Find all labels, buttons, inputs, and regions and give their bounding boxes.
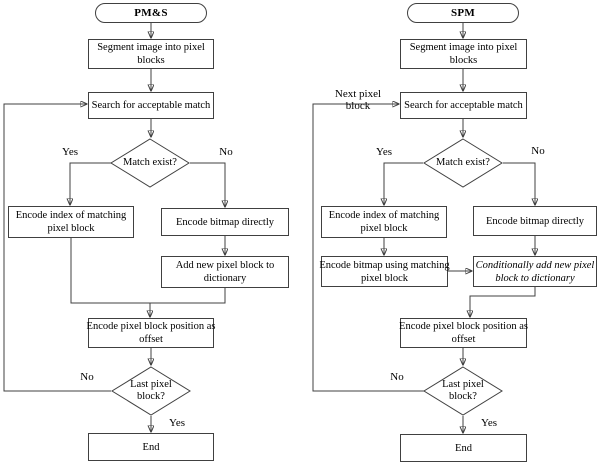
decision-label: Match exist? bbox=[123, 157, 177, 168]
pms-match-yes-arrow bbox=[70, 162, 111, 205]
spm-last-no-label: No bbox=[390, 371, 404, 383]
spm-conditional-add-box: Conditionally add new pixel block to dic… bbox=[473, 256, 597, 287]
pms-search-box: Search for acceptable match bbox=[88, 92, 214, 119]
pms-last-yes-label: Yes bbox=[168, 417, 185, 429]
spm-encode-bitmap-using-box: Encode bitmap using matching pixel block bbox=[319, 256, 450, 287]
spm-encode-index-box: Encode index of matching pixel block bbox=[321, 206, 447, 238]
pms-end-box: End bbox=[88, 433, 214, 461]
spm-search-box: Search for acceptable match bbox=[400, 92, 527, 119]
spm-start-terminator: SPM bbox=[407, 3, 519, 23]
pms-merge-line bbox=[70, 238, 226, 304]
spm-segment-box: Segment image into pixel blocks bbox=[400, 39, 527, 69]
decision-label: Last pixel block? bbox=[442, 379, 484, 402]
spm-match-yes-arrow bbox=[384, 162, 423, 205]
pms-segment-box: Segment image into pixel blocks bbox=[88, 39, 214, 69]
spm-encode-bitmap-box: Encode bitmap directly bbox=[473, 206, 597, 236]
pms-loop-back-arrow bbox=[3, 104, 111, 392]
spm-match-exist-decision: Match exist? bbox=[423, 138, 503, 188]
spm-loop-back-arrow bbox=[312, 104, 424, 392]
pms-match-yes-label: Yes bbox=[61, 146, 78, 158]
spm-last-yes-label: Yes bbox=[480, 417, 497, 429]
spm-conditional-to-offset-arrow bbox=[470, 287, 536, 317]
spm-match-no-label: No bbox=[531, 145, 545, 157]
spm-offset-box: Encode pixel block position as offset bbox=[399, 318, 528, 348]
spm-end-box: End bbox=[400, 434, 527, 462]
pms-encode-index-box: Encode index of matching pixel block bbox=[8, 206, 134, 238]
pms-start-terminator: PM&S bbox=[95, 3, 207, 23]
spm-match-yes-label: Yes bbox=[375, 146, 392, 158]
spm-next-pixel-block-label: Next pixel block bbox=[334, 88, 382, 112]
diamond-shape bbox=[111, 366, 191, 416]
pms-add-new-box: Add new pixel block to dictionary bbox=[161, 256, 289, 288]
pms-match-exist-decision: Match exist? bbox=[110, 138, 190, 188]
spm-match-no-arrow bbox=[503, 162, 535, 205]
pms-match-no-label: No bbox=[219, 146, 233, 158]
pms-encode-bitmap-box: Encode bitmap directly bbox=[161, 208, 289, 236]
diamond-shape bbox=[110, 138, 190, 188]
pms-last-block-decision: Last pixel block? bbox=[111, 366, 191, 416]
diamond-shape bbox=[423, 366, 503, 416]
decision-label: Last pixel block? bbox=[130, 379, 172, 402]
diamond-shape bbox=[423, 138, 503, 188]
decision-label: Match exist? bbox=[436, 157, 490, 168]
spm-last-block-decision: Last pixel block? bbox=[423, 366, 503, 416]
pms-match-no-arrow bbox=[190, 162, 225, 207]
pms-last-no-label: No bbox=[80, 371, 94, 383]
pms-offset-box: Encode pixel block position as offset bbox=[87, 318, 215, 348]
